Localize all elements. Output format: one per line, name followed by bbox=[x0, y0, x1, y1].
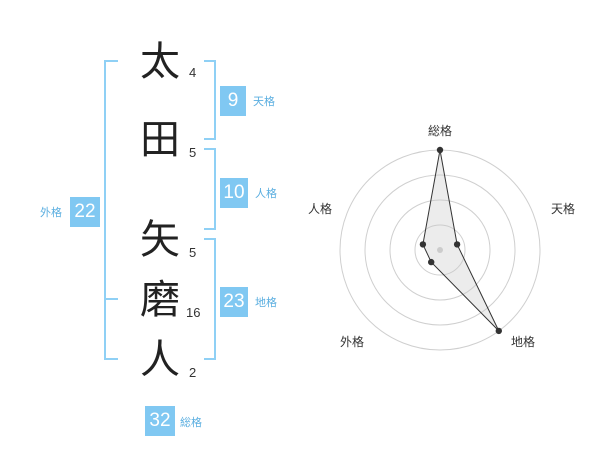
radar-point-3 bbox=[495, 327, 502, 335]
radar-point-5 bbox=[419, 241, 427, 248]
chikaku-badge: 23 bbox=[220, 287, 248, 317]
chikaku-label: 地格 bbox=[255, 297, 277, 309]
radar-ring-2 bbox=[389, 199, 491, 301]
radar-area bbox=[422, 149, 500, 332]
gaikaku-bracket bbox=[104, 60, 118, 360]
gaikaku-label: 外格 bbox=[40, 207, 62, 219]
radar-point-1 bbox=[436, 146, 444, 154]
radar-label-soukaku: 総格 bbox=[427, 124, 452, 138]
tenkaku-bracket bbox=[204, 60, 216, 140]
tenkaku-label: 天格 bbox=[253, 96, 275, 108]
stroke-count-2: 5 bbox=[189, 145, 197, 160]
name-char-4: 磨 bbox=[140, 277, 180, 323]
name-char-5: 人 bbox=[140, 337, 180, 383]
radar-point-2 bbox=[453, 241, 461, 248]
radar-label-chikaku: 地格 bbox=[510, 335, 535, 349]
stroke-count-1: 4 bbox=[189, 65, 197, 80]
soukaku-label: 総格 bbox=[180, 417, 202, 429]
radar-label-tenkaku: 天格 bbox=[550, 202, 575, 216]
jinkaku-bracket bbox=[204, 148, 216, 230]
radar-ring-1 bbox=[414, 224, 466, 276]
chikaku-bracket bbox=[204, 238, 216, 360]
soukaku-badge: 32 bbox=[145, 406, 175, 436]
radar-label-gaikaku: 外格 bbox=[339, 335, 364, 349]
jinkaku-label: 人格 bbox=[255, 188, 277, 200]
radar-label-jinkaku: 人格 bbox=[307, 202, 332, 216]
stroke-count-3: 5 bbox=[189, 245, 197, 260]
radar-center bbox=[437, 247, 443, 253]
radar-point-4 bbox=[428, 258, 435, 266]
gaikaku-badge: 22 bbox=[70, 197, 100, 227]
gaikaku-bracket-tick bbox=[104, 298, 118, 300]
tenkaku-badge: 9 bbox=[220, 86, 246, 116]
name-char-3: 矢 bbox=[140, 217, 180, 263]
radar-ring-3 bbox=[364, 174, 516, 326]
jinkaku-badge: 10 bbox=[220, 178, 248, 208]
name-char-2: 田 bbox=[140, 117, 180, 163]
name-char-1: 太 bbox=[140, 39, 180, 85]
stroke-count-5: 2 bbox=[189, 365, 197, 380]
stroke-count-4: 16 bbox=[186, 305, 201, 320]
